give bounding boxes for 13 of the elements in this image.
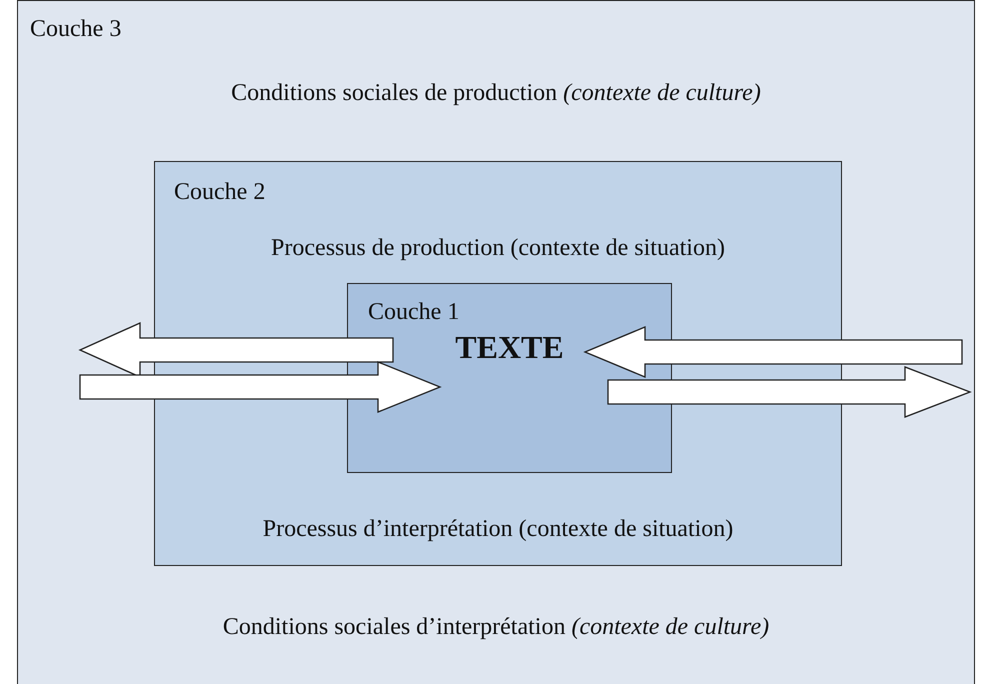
context-label: Conditions sociales de production (contexte de culture) [230,79,762,108]
context-label: Conditions sociales d’interprétation (contexte de culture) [222,613,770,642]
center-label: TEXTE [454,328,565,366]
block-arrow [607,366,972,418]
context-label: Processus de production (contexte de situation) [270,234,726,263]
layer-title: Couche 1 [368,298,460,327]
layer-box [154,161,842,566]
layer-box [17,0,975,684]
context-label: Processus d’interprétation (contexte de situation) [262,515,734,544]
layer-title: Couche 3 [30,15,122,44]
block-arrow [583,326,963,378]
layer-title: Couche 2 [174,178,266,207]
block-arrow [79,361,442,413]
